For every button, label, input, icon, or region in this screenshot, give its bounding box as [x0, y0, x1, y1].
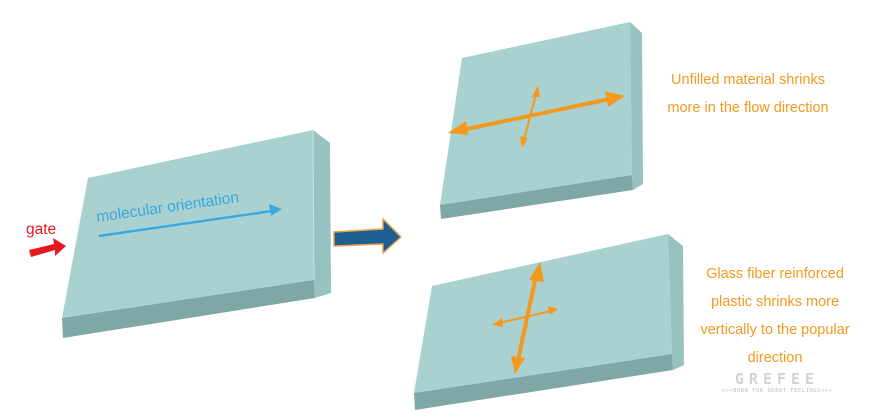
molded-plate-right	[313, 130, 331, 298]
glass-fiber-caption-line-4: direction	[747, 350, 803, 366]
unfilled-caption-line-1: Unfilled material shrinks	[671, 72, 825, 88]
unfilled-plate	[440, 22, 643, 219]
orientation-arrow	[98, 204, 282, 238]
glass-fiber-plate-right	[668, 234, 684, 370]
watermark-tagline: >>>BORN FOR GREAT FEELINGS<<<	[721, 388, 833, 394]
glass-fiber-caption: Glass fiber reinforced plastic shrinks m…	[680, 260, 870, 372]
glass-fiber-cross-shrink-arrow	[511, 262, 544, 374]
watermark: GREFEE >>>BORN FOR GREAT FEELINGS<<<	[702, 370, 852, 394]
glass-fiber-caption-line-2: plastic shrinks more	[710, 294, 840, 310]
unfilled-cross-shrink-arrow	[520, 85, 540, 148]
gate-label: gate	[26, 221, 56, 238]
glass-fiber-plate-front	[414, 354, 673, 410]
unfilled-plate-front	[440, 175, 633, 219]
molded-plate	[62, 129, 331, 338]
unfilled-caption-line-2: more in the flow direction	[667, 100, 829, 116]
glass-fiber-caption-line-1: Glass fiber reinforced	[706, 266, 844, 282]
glass-fiber-flow-shrink-arrow	[492, 306, 558, 327]
gate-arrow	[29, 238, 66, 257]
unfilled-plate-right	[630, 22, 643, 190]
unfilled-flow-shrink-arrow	[448, 91, 625, 135]
molded-plate-front	[62, 280, 315, 338]
unfilled-caption: Unfilled material shrinks more in the fl…	[648, 66, 848, 122]
watermark-brand: GREFEE	[734, 370, 820, 388]
process-arrow	[333, 218, 402, 254]
glass-fiber-plate	[414, 234, 684, 410]
glass-fiber-caption-line-3: vertically to the popular	[700, 322, 850, 338]
